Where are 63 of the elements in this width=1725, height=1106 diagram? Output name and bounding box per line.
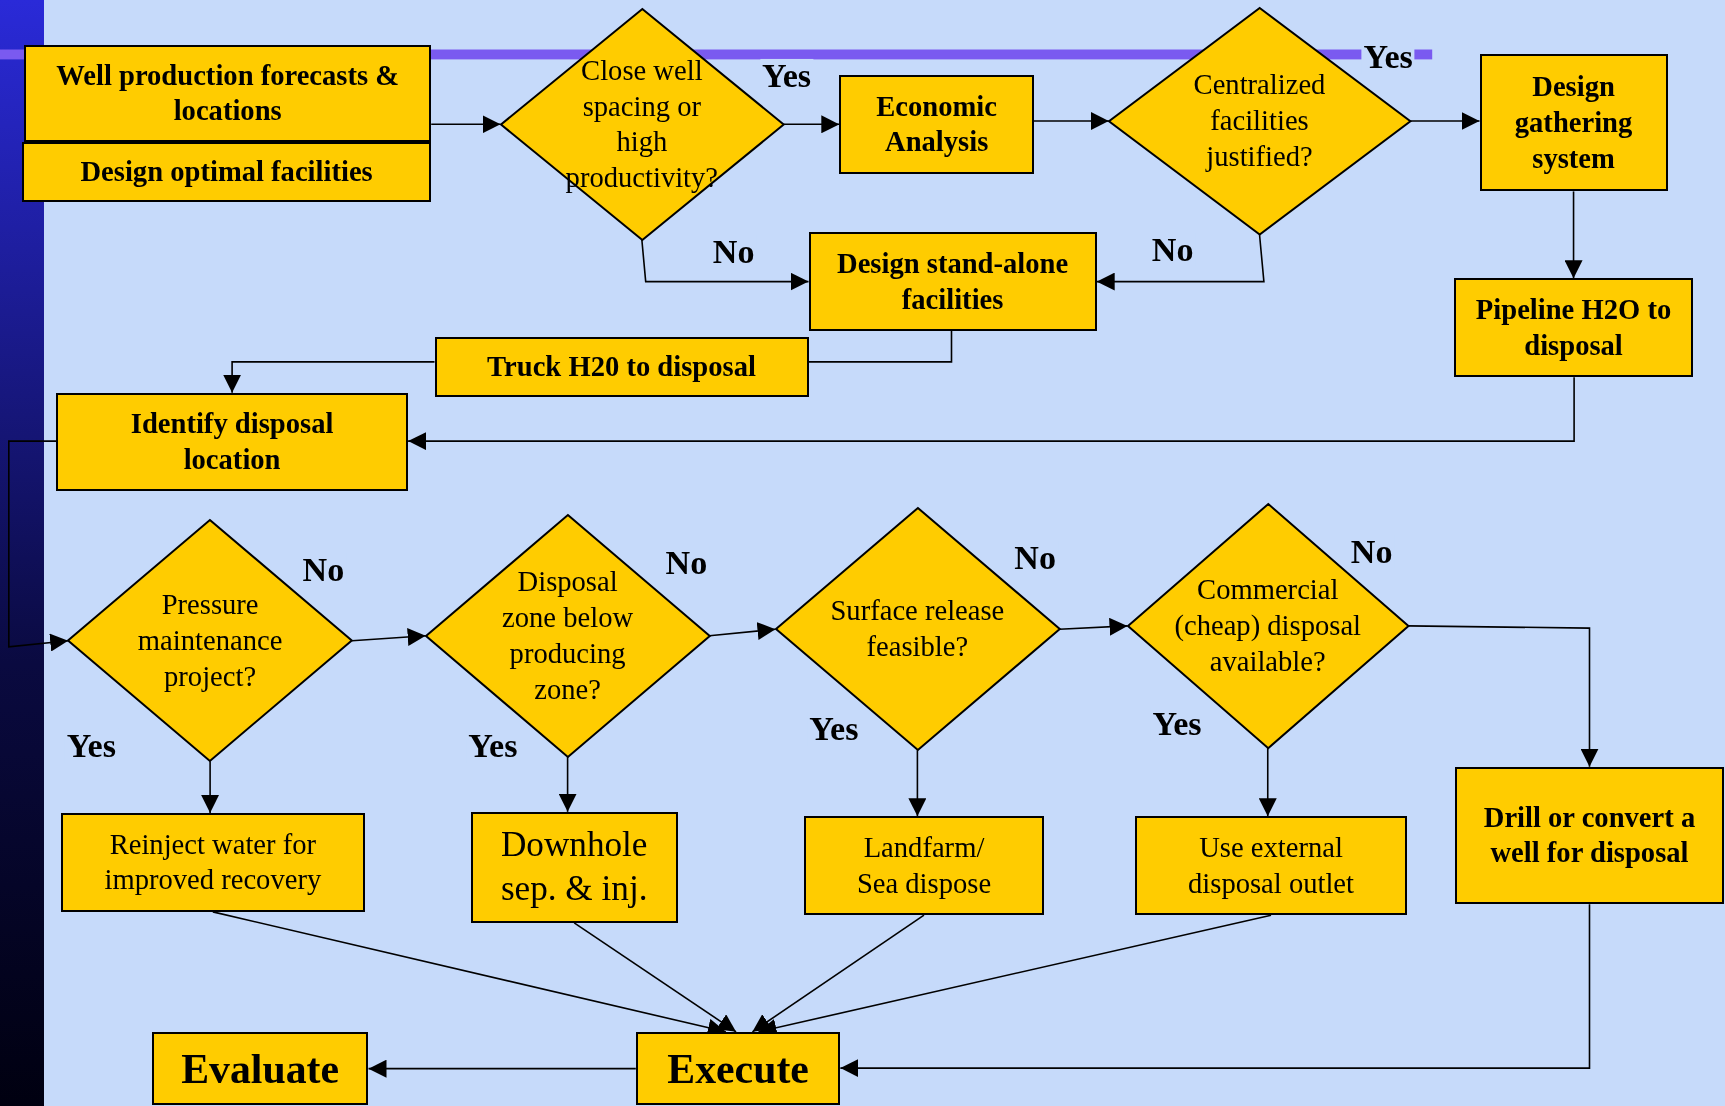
process-box	[56, 392, 409, 491]
decision-diamond	[775, 508, 1060, 751]
node-text: Economic Analysis	[875, 89, 998, 160]
node-text: Downhole sep. & inj.	[499, 824, 649, 911]
process-box	[1454, 278, 1693, 378]
node-text: Design optimal facilities	[80, 155, 373, 190]
arrow	[708, 622, 777, 640]
arrow	[367, 1059, 637, 1078]
arrow	[1409, 112, 1481, 130]
process-box	[808, 232, 1097, 332]
arrow	[1258, 747, 1277, 817]
node-text: Well production forecasts & locations	[55, 58, 401, 129]
process-box	[151, 1031, 369, 1106]
arrow	[839, 903, 1591, 1078]
node-text: Disposal zone below producing zone?	[501, 565, 635, 707]
arrow	[558, 756, 577, 813]
decision-diamond	[425, 514, 710, 757]
arrow	[201, 760, 220, 814]
node-text: Drill or convert a well for disposal	[1482, 800, 1697, 871]
node-text: Evaluate	[181, 1044, 340, 1094]
node-text: Truck H20 to disposal	[487, 349, 756, 384]
node-text: Pressure maintenance project?	[136, 588, 284, 694]
process-box	[22, 141, 432, 203]
node-text: Close well spacing or high productivity?	[564, 53, 720, 196]
node-text: Landfarm/ Sea dispose	[855, 830, 993, 901]
process-box	[1135, 816, 1407, 916]
process-box	[1479, 53, 1668, 192]
node-text: Identify disposal location	[129, 406, 335, 477]
node-text: Design stand-alone facilities	[836, 246, 1070, 317]
node-text: Use external disposal outlet	[1187, 830, 1355, 901]
arrow	[407, 376, 1575, 451]
process-box	[24, 45, 432, 142]
node-text: Commercial (cheap) disposal available?	[1173, 573, 1363, 679]
arrow	[1407, 625, 1599, 768]
node-text: Design gathering system	[1513, 70, 1634, 176]
process-box	[635, 1031, 841, 1106]
process-box	[839, 74, 1034, 174]
arrow	[782, 115, 841, 134]
node-text: Pipeline H2O to disposal	[1474, 293, 1673, 363]
arrow	[1033, 112, 1110, 130]
process-box	[470, 811, 678, 923]
arrow	[751, 914, 925, 1033]
arrow	[908, 749, 927, 817]
arrow	[8, 440, 69, 652]
process-box	[804, 816, 1044, 916]
node-text: Reinject water for improved recovery	[103, 827, 323, 898]
arrow	[351, 628, 427, 646]
node-text: Centralized facilities justified?	[1192, 68, 1327, 174]
decision-diamond	[1127, 503, 1408, 748]
node-text: Surface release feasible?	[829, 594, 1006, 665]
process-box	[1455, 766, 1724, 905]
arrow	[223, 361, 436, 394]
process-box	[60, 812, 366, 912]
decision-diamond	[1108, 7, 1411, 235]
arrow	[1564, 190, 1583, 280]
arrow	[1058, 617, 1129, 636]
node-text: Execute	[667, 1044, 809, 1094]
arrow	[430, 115, 502, 134]
process-box	[434, 336, 809, 398]
arrow	[641, 239, 810, 291]
arrow	[1095, 233, 1265, 291]
arrow	[573, 922, 737, 1033]
decision-diamond	[68, 520, 352, 762]
